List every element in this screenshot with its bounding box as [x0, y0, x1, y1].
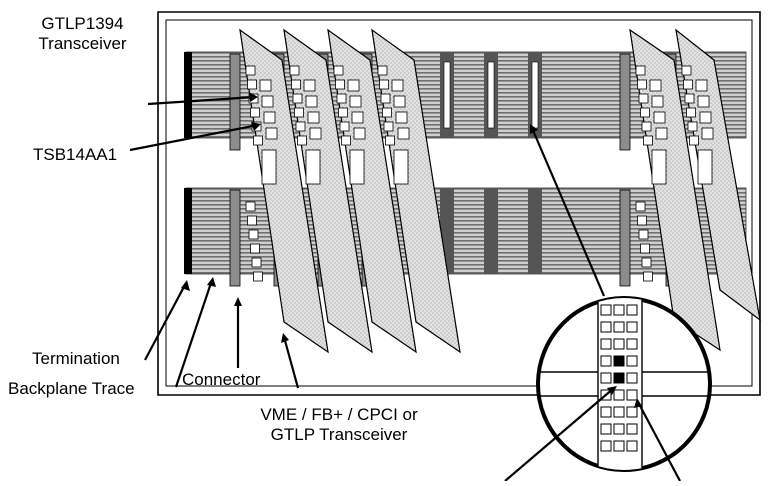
magnified-pin [601, 339, 611, 349]
magnified-pin [627, 339, 637, 349]
magnified-pin [627, 424, 637, 434]
magnified-pin [614, 390, 624, 400]
magnified-pin [627, 356, 637, 366]
connector-label: Connector [182, 370, 260, 390]
magnified-pin [627, 390, 637, 400]
magnified-pin [601, 424, 611, 434]
gtlp1394-label-line2: Transceiver [20, 34, 145, 54]
magnified-pin [627, 441, 637, 451]
vme-label-line2: GTLP Transceiver [224, 425, 454, 445]
vme-transceiver-label: VME / FB+ / CPCI or GTLP Transceiver [224, 405, 454, 445]
magnified-pin [601, 407, 611, 417]
magnified-pin [614, 373, 624, 383]
magnified-pin [601, 373, 611, 383]
magnified-pin [614, 407, 624, 417]
magnified-pin [614, 322, 624, 332]
gtlp1394-transceiver-label: GTLP1394 Transceiver [20, 14, 145, 54]
magnified-pins [601, 305, 637, 451]
magnified-pin [614, 356, 624, 366]
magnified-pin [614, 441, 624, 451]
termination-label: Termination [32, 349, 120, 369]
magnified-pin [601, 441, 611, 451]
magnified-pin [627, 322, 637, 332]
magnified-pin [614, 305, 624, 315]
magnified-pin [601, 356, 611, 366]
vme-label-line1: VME / FB+ / CPCI or [224, 405, 454, 425]
gtlp1394-label-line1: GTLP1394 [20, 14, 145, 34]
termination-upper [184, 52, 192, 138]
magnified-pin [627, 373, 637, 383]
magnified-pin [614, 424, 624, 434]
magnified-pin [627, 407, 637, 417]
backplane-trace-label: Backplane Trace [8, 379, 135, 399]
magnified-pin [601, 305, 611, 315]
magnified-pin [614, 339, 624, 349]
magnified-pin [627, 305, 637, 315]
tsb14aa1-label: TSB14AA1 [33, 145, 117, 165]
termination-lower [184, 188, 192, 274]
magnified-pin [601, 322, 611, 332]
